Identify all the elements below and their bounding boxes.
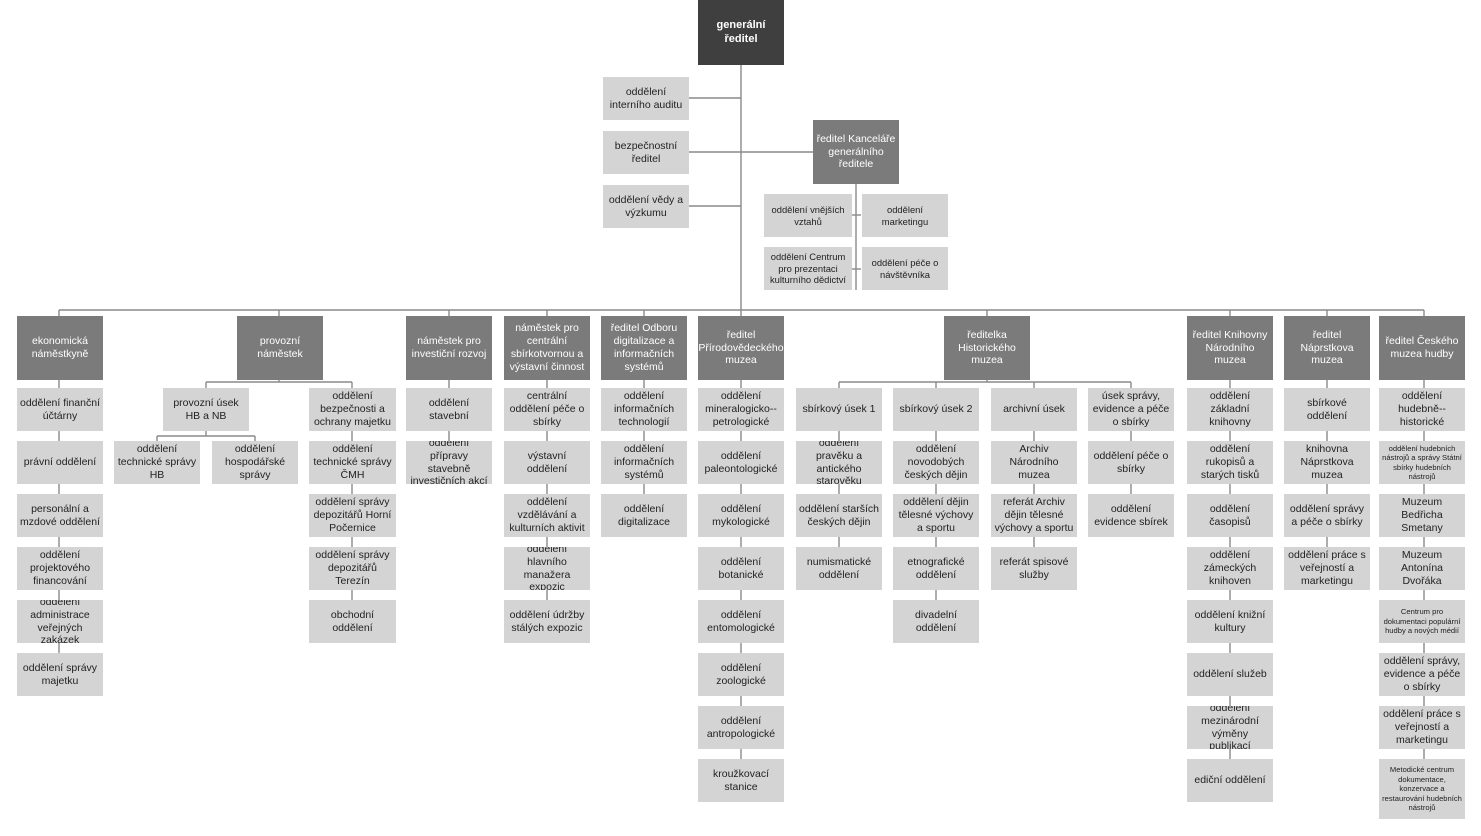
unit-box: oddělení informačních technologií [601, 388, 687, 431]
unit-box: oddělení pravěku a antického starověku [796, 441, 882, 484]
unit-box: oddělení administrace veřejných zakázek [17, 600, 103, 643]
unit-box: oddělení starších českých dějin [796, 494, 882, 537]
unit-box: oddělení péče o sbírky [1088, 441, 1174, 484]
unit-box: oddělení paleontologické [698, 441, 784, 484]
unit-box: oddělení hospodářské správy [212, 441, 298, 484]
unit-box: referát Archiv dějin tělesné výchovy a s… [991, 494, 1077, 537]
unit-box: oddělení bezpečnosti a ochrany majetku [309, 388, 396, 431]
unit-box: oddělení entomologické [698, 600, 784, 643]
unit-box: oddělení mykologické [698, 494, 784, 537]
unit-box: Metodické centrum dokumentace, konzervac… [1379, 759, 1465, 819]
unit-box: oddělení antropologické [698, 706, 784, 749]
division-director-box: ekonomická náměstkyně [17, 316, 103, 380]
division-director-box: náměstek pro investiční rozvoj [406, 316, 492, 380]
unit-box: oddělení stavební [406, 388, 492, 431]
chancellery-unit-box: oddělení marketingu [862, 194, 948, 237]
unit-box: Muzeum Bedřicha Smetany [1379, 494, 1465, 537]
unit-box: centrální oddělení péče o sbírky [504, 388, 590, 431]
unit-box: Archiv Národního muzea [991, 441, 1077, 484]
unit-box: oddělení správy depozitářů Horní Počerni… [309, 494, 396, 537]
chancellery-unit-box: oddělení vnějších vztahů [764, 194, 852, 237]
unit-box: numismatické oddělení [796, 547, 882, 590]
unit-box: oddělení finanční účtárny [17, 388, 103, 431]
unit-box: oddělení technické správy HB [114, 441, 200, 484]
division-director-box: ředitel Přírodovědeckého muzea [698, 316, 784, 380]
unit-box: oddělení informačních systémů [601, 441, 687, 484]
unit-box: oddělení hudebně--historické [1379, 388, 1465, 431]
chancellery-director-box: ředitel Kanceláře generálního ředitele [813, 120, 899, 184]
unit-box: oddělení práce s veřejností a marketingu [1284, 547, 1370, 590]
unit-box: oddělení zámeckých knihoven [1187, 547, 1273, 590]
unit-box: divadelní oddělení [893, 600, 979, 643]
unit-box: oddělení zoologické [698, 653, 784, 696]
unit-box: ediční oddělení [1187, 759, 1273, 802]
unit-box: oddělení služeb [1187, 653, 1273, 696]
division-director-box: ředitel Odboru digitalizace a informační… [601, 316, 687, 380]
unit-box: oddělení botanické [698, 547, 784, 590]
staff-unit-box: oddělení interního auditu [603, 77, 689, 120]
unit-box: oddělení digitalizace [601, 494, 687, 537]
unit-box: oddělení správy majetku [17, 653, 103, 696]
staff-unit-box: bezpečnostní ředitel [603, 131, 689, 174]
unit-box: oddělení projektového financování [17, 547, 103, 590]
unit-box: oddělení práce s veřejností a marketingu [1379, 706, 1465, 749]
unit-box: oddělení mezinárodní výměny publikací [1187, 706, 1273, 749]
unit-box: knihovna Náprstkova muzea [1284, 441, 1370, 484]
unit-box: oddělení hlavního manažera expozic [504, 547, 590, 590]
unit-box: oddělení přípravy stavebně investičních … [406, 441, 492, 484]
unit-box: oddělení rukopisů a starých tisků [1187, 441, 1273, 484]
unit-box: kroužkovací stanice [698, 759, 784, 802]
unit-box: sbírkové oddělení [1284, 388, 1370, 431]
division-director-box: ředitel Knihovny Národního muzea [1187, 316, 1273, 380]
section-head-box: archivní úsek [991, 388, 1077, 431]
unit-box: oddělení časopisů [1187, 494, 1273, 537]
unit-box: oddělení hudebních nástrojů a správy Stá… [1379, 441, 1465, 484]
unit-box: oddělení základní knihovny [1187, 388, 1273, 431]
unit-box: personální a mzdové oddělení [17, 494, 103, 537]
unit-box: oddělení dějin tělesné výchovy a sportu [893, 494, 979, 537]
unit-box: právní oddělení [17, 441, 103, 484]
division-director-box: provozní náměstek [237, 316, 323, 380]
unit-box: oddělení správy, evidence a péče o sbírk… [1379, 653, 1465, 696]
unit-box: oddělení správy depozitářů Terezín [309, 547, 396, 590]
unit-box: obchodní oddělení [309, 600, 396, 643]
unit-box: etnografické oddělení [893, 547, 979, 590]
unit-box: Centrum pro dokumentaci populární hudby … [1379, 600, 1465, 643]
section-head-box: sbírkový úsek 2 [893, 388, 979, 431]
division-director-box: ředitel Náprstkova muzea [1284, 316, 1370, 380]
unit-box: Muzeum Antonína Dvořáka [1379, 547, 1465, 590]
unit-box: referát spisové služby [991, 547, 1077, 590]
unit-box: oddělení správy a péče o sbírky [1284, 494, 1370, 537]
unit-box: oddělení mineralogicko--petrologické [698, 388, 784, 431]
unit-box: oddělení evidence sbírek [1088, 494, 1174, 537]
unit-box: výstavní oddělení [504, 441, 590, 484]
staff-unit-box: oddělení vědy a výzkumu [603, 185, 689, 228]
unit-box: oddělení údržby stálých expozic [504, 600, 590, 643]
division-director-box: ředitel Českého muzea hudby [1379, 316, 1465, 380]
section-head-box: sbírkový úsek 1 [796, 388, 882, 431]
division-director-box: náměstek pro centrální sbírkotvornou a v… [504, 316, 590, 380]
chancellery-unit-box: oddělení Centrum pro prezentaci kulturní… [764, 247, 852, 290]
unit-box: oddělení knižní kultury [1187, 600, 1273, 643]
section-head-box: úsek správy, evidence a péče o sbírky [1088, 388, 1174, 431]
section-head-box: provozní úsek HB a NB [163, 388, 249, 431]
division-director-box: ředitelka Historického muzea [944, 316, 1030, 380]
general-director-box: generální ředitel [698, 0, 784, 65]
unit-box: oddělení vzdělávání a kulturních aktivit [504, 494, 590, 537]
unit-box: oddělení novodobých českých dějin [893, 441, 979, 484]
unit-box: oddělení technické správy ČMH [309, 441, 396, 484]
chancellery-unit-box: oddělení péče o návštěvníka [862, 247, 948, 290]
